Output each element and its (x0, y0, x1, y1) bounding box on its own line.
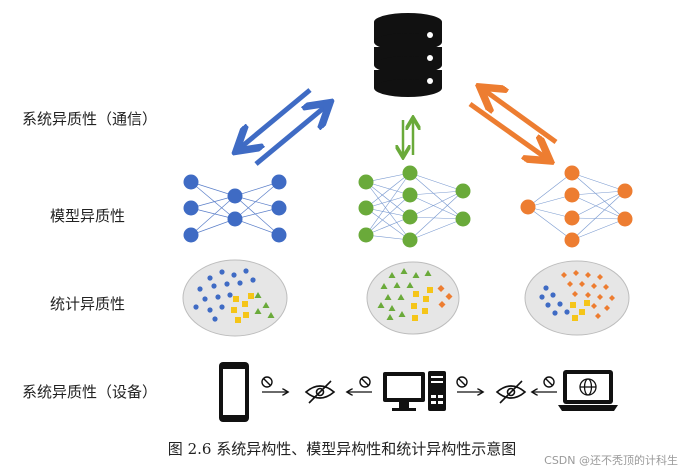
data-distribution-client-3 (524, 260, 630, 336)
no-visibility-icon (304, 380, 336, 404)
model-network-orange (527, 172, 626, 241)
database-icon (372, 13, 444, 97)
data-distribution-client-2 (366, 261, 460, 335)
label-stat-heterogeneity: 统计异质性 (50, 295, 126, 313)
watermark: CSDN @还不秃顶的计科生 (544, 454, 678, 467)
label-model-heterogeneity: 模型异质性 (50, 207, 126, 225)
model-network-blue (190, 181, 280, 236)
comm-arrow-orange (468, 90, 558, 158)
no-entry-icon (456, 376, 468, 388)
laptop-icon (558, 370, 618, 411)
no-entry-icon (543, 376, 555, 388)
no-entry-icon (359, 376, 371, 388)
desktop-computer-icon (383, 371, 446, 411)
no-entry-icon (261, 376, 273, 388)
comm-arrow-blue (240, 88, 326, 166)
model-network-green (365, 172, 464, 241)
label-device-heterogeneity: 系统异质性（设备） (22, 383, 158, 401)
figure-caption: 图 2.6 系统异构性、模型异构性和统计异构性示意图 (167, 440, 517, 458)
phone-icon (219, 362, 249, 422)
comm-arrow-green (403, 120, 413, 155)
no-visibility-icon (495, 380, 527, 404)
label-comm-heterogeneity: 系统异质性（通信） (22, 110, 158, 128)
